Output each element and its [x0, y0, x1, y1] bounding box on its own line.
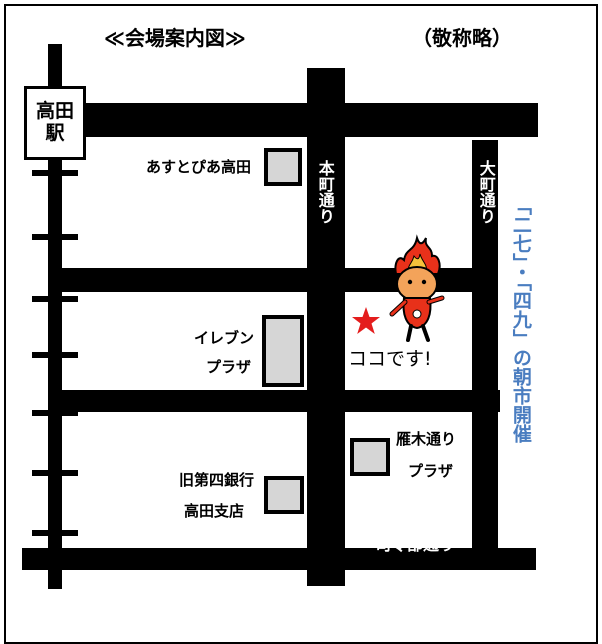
label-daishi-line1: 旧第四銀行	[179, 471, 255, 489]
here-label: ココです!	[348, 348, 432, 370]
road-label-ohmachi: 大町通り	[476, 160, 496, 224]
station-label: 高田駅	[35, 100, 74, 144]
road-label-honcho: 本町通り	[315, 160, 335, 224]
rail-tie	[32, 170, 78, 176]
road-shireibu	[22, 548, 536, 570]
rail-tie	[32, 296, 78, 302]
takada-station: 高田駅	[24, 86, 86, 160]
label-daishi-line2: 高田支店	[184, 502, 245, 520]
road-honcho	[307, 68, 345, 586]
building-former-daishi-bank	[264, 476, 304, 514]
honorifics-note: （敬称略）	[412, 26, 512, 50]
label-asutopia: あすとぴあ高田	[146, 158, 252, 176]
rail-tie	[32, 470, 78, 476]
rail-tie	[32, 352, 78, 358]
building-asutopia	[264, 148, 302, 186]
building-gangi-plaza	[350, 438, 390, 476]
road-label-shireibu: 司令部通り	[375, 535, 456, 554]
star-icon	[352, 307, 380, 334]
label-eleven-line1: イレブン	[194, 329, 255, 347]
road-top	[60, 103, 538, 137]
road-ohmachi	[472, 140, 498, 560]
label-eleven-line2: プラザ	[206, 358, 252, 376]
rail-tie	[32, 530, 78, 536]
map-title: ≪会場案内図≫	[104, 26, 246, 50]
flame-mascot-icon	[389, 234, 445, 342]
morning-market-label: 「二七」・「四九」の朝市開催	[509, 196, 532, 443]
railway-line	[48, 44, 62, 589]
building-eleven-plaza	[262, 315, 304, 387]
label-gangi-line1: 雁木通り	[396, 430, 457, 448]
label-gangi-line2: プラザ	[408, 462, 454, 480]
rail-tie	[32, 234, 78, 240]
road-third	[60, 390, 500, 412]
rail-tie	[32, 410, 78, 416]
